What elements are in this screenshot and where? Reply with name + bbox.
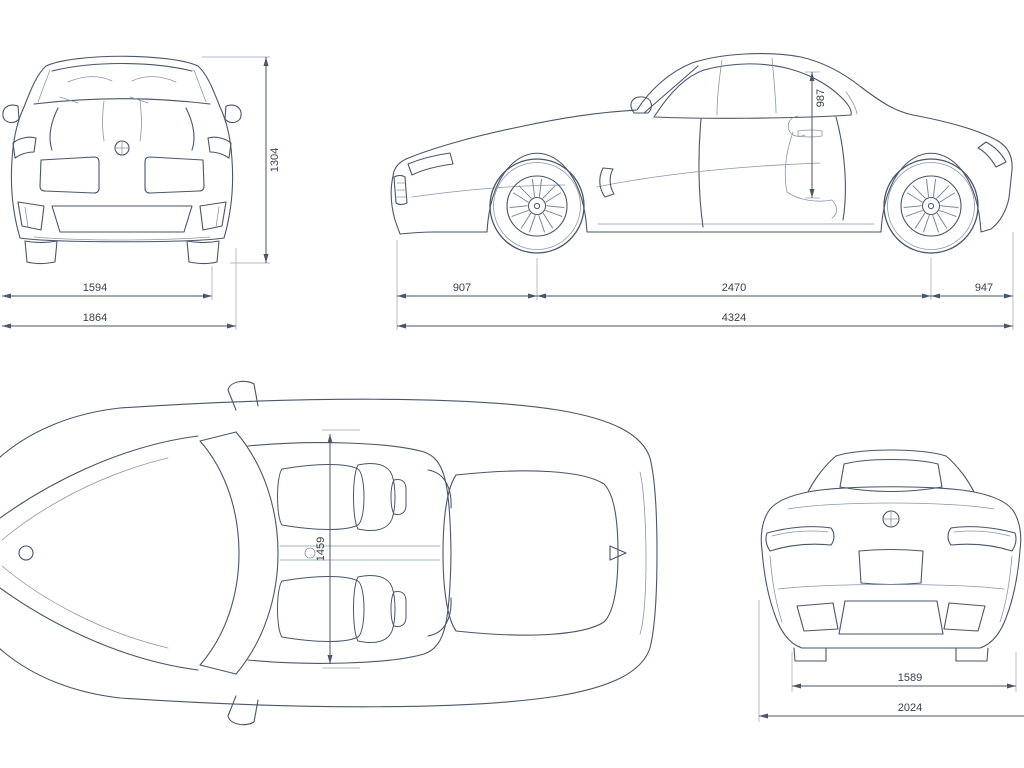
soft-top-seams xyxy=(716,57,858,116)
side-window xyxy=(653,63,852,119)
front-view-dimensions: 1304 1594 1864 xyxy=(2,56,281,330)
front-mirror-left xyxy=(2,104,20,124)
dim-label-cabin-height: 987 xyxy=(815,89,827,107)
headlight-left xyxy=(12,136,37,159)
interior-seat-side xyxy=(784,115,837,219)
dim-label-front-overhang: 907 xyxy=(453,282,471,294)
seat-left-top xyxy=(277,462,407,532)
roll-hoops xyxy=(427,469,452,637)
front-body-outline xyxy=(10,55,234,243)
license-plate-recess xyxy=(858,548,924,586)
front-center-intake xyxy=(51,205,193,233)
side-headlight xyxy=(407,152,454,176)
dim-label-front-track: 1594 xyxy=(83,282,107,294)
exhaust-right xyxy=(943,602,986,632)
kidney-grille-left xyxy=(39,156,100,194)
dim-label-overall-width: 1864 xyxy=(83,312,107,324)
exhaust-left xyxy=(796,602,839,632)
front-mirror-right xyxy=(224,104,242,124)
top-body-outline xyxy=(0,398,658,708)
bmw-roundel-hood xyxy=(18,545,34,561)
front-wheel-right xyxy=(186,240,220,265)
dim-label-rear-track: 1589 xyxy=(898,672,922,684)
rear-body-outline xyxy=(760,449,1022,649)
fender-vent xyxy=(599,167,615,198)
top-view-dimensions: 1459 xyxy=(315,429,360,669)
door-seams xyxy=(698,116,846,228)
front-wheel-left xyxy=(24,240,58,265)
side-taillight xyxy=(977,141,1007,168)
taillight-left xyxy=(765,526,835,552)
side-mirror xyxy=(630,96,652,114)
kidney-grille-right xyxy=(144,156,205,194)
rear-wheel-left xyxy=(793,647,827,662)
cockpit-rim xyxy=(247,442,452,664)
dim-label-overall-length: 4324 xyxy=(722,312,746,324)
taillight-right xyxy=(947,526,1017,552)
dim-label-cabin-width: 1459 xyxy=(315,537,327,561)
front-wipers xyxy=(59,96,149,104)
side-grille xyxy=(393,174,408,206)
dim-label-overall-height: 1304 xyxy=(269,148,281,172)
side-view-dimensions: 987 907 2470 947 4324 xyxy=(396,71,1014,330)
side-view-drawing xyxy=(390,53,1013,253)
front-side-intake-right xyxy=(199,201,227,231)
shark-fin-antenna xyxy=(609,545,627,561)
rear-wheel-right xyxy=(955,647,989,662)
top-windshield xyxy=(199,431,279,675)
door-handle xyxy=(797,129,823,138)
top-mirror-right xyxy=(227,695,259,726)
center-console xyxy=(279,545,441,561)
rear-wheel-side xyxy=(884,159,978,253)
front-view-drawing xyxy=(2,55,242,265)
top-view-drawing xyxy=(0,380,658,726)
headlight-right xyxy=(207,136,232,159)
tonneau-cover xyxy=(442,470,619,636)
seat-right-top xyxy=(277,574,407,644)
rear-view-dimensions: 1589 2024 xyxy=(758,600,1024,722)
front-windshield xyxy=(33,98,211,105)
front-side-intake-left xyxy=(17,201,45,231)
dim-label-rear-overhang: 947 xyxy=(975,282,993,294)
rear-window xyxy=(839,458,943,493)
rear-view-drawing xyxy=(760,449,1022,662)
front-wheel-side xyxy=(490,159,584,253)
dim-label-wheelbase: 2470 xyxy=(722,282,746,294)
side-body-outline xyxy=(390,53,1013,235)
dim-label-rear-overall-width: 2024 xyxy=(898,702,922,714)
rear-diffuser xyxy=(838,600,944,635)
top-mirror-left xyxy=(227,380,259,411)
